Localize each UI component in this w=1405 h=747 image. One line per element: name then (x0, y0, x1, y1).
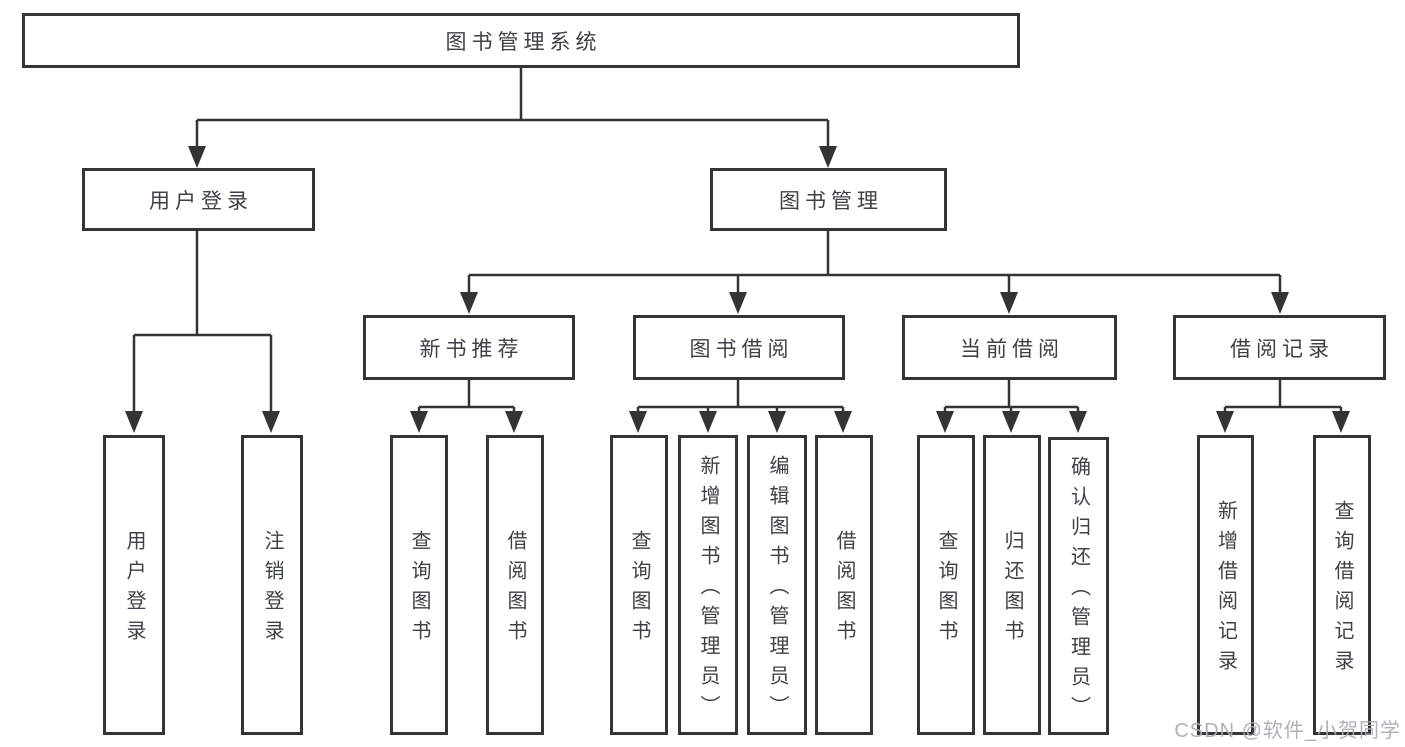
arrowhead (819, 146, 837, 168)
node-label: 图书管理 (779, 189, 883, 213)
node-label: 借阅记录 (1230, 337, 1334, 361)
node-label: 借阅图书 (504, 530, 526, 650)
node-book-borrowing: 图书借阅 (633, 315, 845, 380)
arrowhead (936, 411, 954, 433)
arrowhead (1000, 292, 1018, 314)
arrowhead (729, 292, 747, 314)
arrowhead (505, 411, 523, 433)
node-label: 注销登录 (261, 530, 283, 650)
leaf-borrowing-add-book-admin: 新增图书（管理员） (678, 435, 738, 735)
node-label: 查询图书 (408, 530, 430, 650)
node-label: 查询借阅记录 (1331, 500, 1353, 680)
node-label: 确认归还（管理员） (1067, 456, 1090, 726)
book-branch-connector-line (467, 231, 1282, 295)
node-label: 编辑图书（管理员） (766, 455, 788, 725)
watermark: CSDN @软件_小贺同学 (1174, 720, 1401, 742)
leaf-borrowing-edit-book-admin: 编辑图书（管理员） (747, 435, 807, 735)
arrowhead (1271, 292, 1289, 314)
node-label: 查询图书 (935, 530, 957, 650)
leaf-borrowing-borrow-book: 借阅图书 (815, 435, 873, 735)
node-label: 用户登录 (149, 189, 253, 213)
node-library-system: 图书管理系统 (22, 13, 1020, 68)
node-label: 查询图书 (628, 530, 650, 650)
arrowhead (1002, 411, 1020, 433)
leaf-current-query-books: 查询图书 (917, 435, 975, 735)
user-branch-connector-line (132, 231, 273, 414)
node-label: 新增图书（管理员） (697, 455, 719, 725)
leaf-recommend-borrow-book: 借阅图书 (486, 435, 544, 735)
leaf-records-query-record: 查询借阅记录 (1313, 435, 1371, 735)
arrowhead (629, 411, 647, 433)
arrowhead (768, 411, 786, 433)
node-current-borrowing: 当前借阅 (902, 315, 1117, 380)
node-label: 借阅图书 (833, 530, 855, 650)
group-connector-lines (417, 380, 1343, 413)
node-label: 新书推荐 (419, 337, 524, 361)
node-label: 用户登录 (123, 530, 145, 650)
arrowhead (188, 146, 206, 168)
root-connector-line (195, 68, 830, 150)
node-label: 新增借阅记录 (1214, 500, 1237, 680)
leaf-borrowing-query-books: 查询图书 (610, 435, 668, 735)
node-new-book-recommend: 新书推荐 (363, 315, 575, 380)
node-label: 图书管理系统 (445, 30, 602, 54)
node-user-login: 用户登录 (82, 168, 315, 231)
node-borrowing-records: 借阅记录 (1173, 315, 1386, 380)
arrowhead (410, 411, 428, 433)
connector-lines (132, 68, 1343, 414)
arrowhead (1216, 411, 1234, 433)
leaf-current-confirm-return-admin: 确认归还（管理员） (1048, 437, 1109, 735)
arrowhead (460, 292, 478, 314)
leaf-records-add-record: 新增借阅记录 (1197, 435, 1254, 735)
node-label: 当前借阅 (960, 337, 1064, 361)
arrowhead (834, 411, 852, 433)
arrowheads (125, 146, 1350, 433)
arrowhead (125, 411, 143, 433)
leaf-logout: 注销登录 (241, 435, 303, 735)
arrowhead (262, 411, 280, 433)
arrowhead (699, 411, 717, 433)
arrowhead (1332, 411, 1350, 433)
leaf-user-login: 用户登录 (103, 435, 165, 735)
leaf-current-return-book: 归还图书 (983, 435, 1041, 735)
arrowhead (1069, 411, 1087, 433)
node-book-management: 图书管理 (710, 168, 947, 231)
node-label: 图书借阅 (689, 337, 794, 361)
leaf-recommend-query-books: 查询图书 (390, 435, 448, 735)
node-label: 归还图书 (1001, 530, 1023, 650)
